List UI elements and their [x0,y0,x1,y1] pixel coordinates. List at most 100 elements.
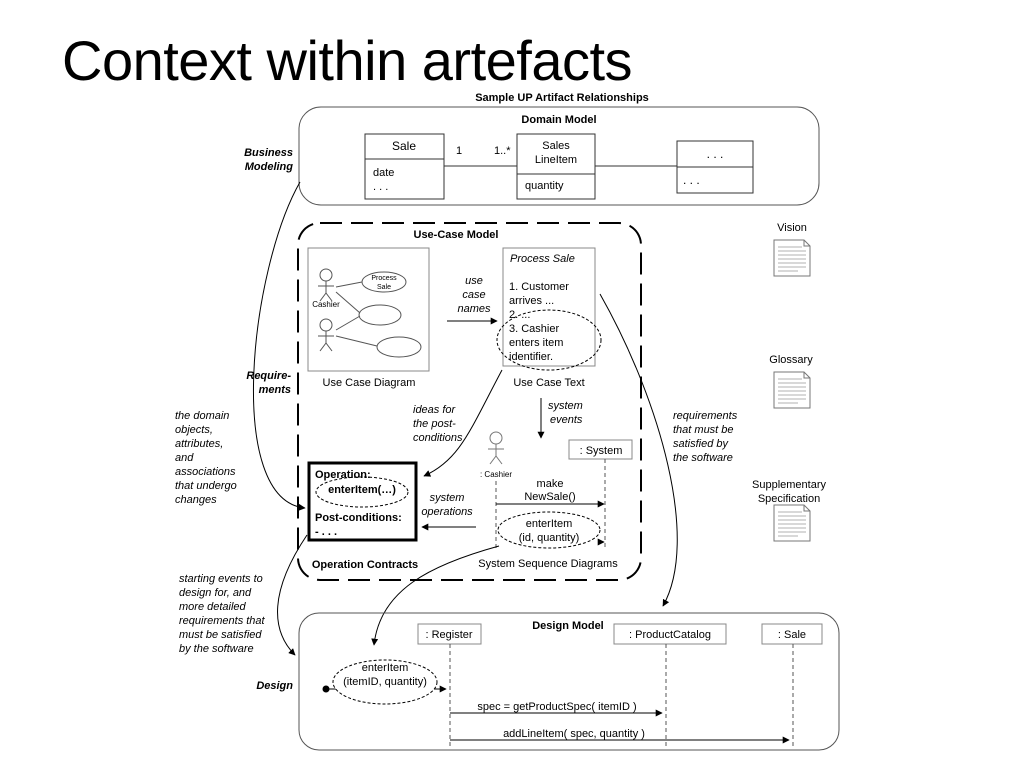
class-sli-name-1: Sales [542,140,570,152]
class-sale: Sale date . . . [364,133,445,200]
supplementary-document-icon [773,504,811,542]
note-req-1: requirements [673,410,738,422]
note-domain-2: objects, [175,424,213,436]
diagram-title: Sample UP Artifact Relationships [475,92,649,104]
vision-artifact: Vision [773,222,811,277]
dm-sale: : Sale [778,629,806,641]
uc-text-line-5: enters item [509,337,563,349]
dm-msg2: addLineItem( spec, quantity ) [503,728,645,740]
class-sales-line-item: Sales LineItem quantity [516,133,596,200]
supplementary-artifact: Supplementary Specification [752,479,826,542]
slide-title: Context within artefacts [62,29,633,92]
domain-to-contract-arrow [253,181,306,511]
contract-post-item: - . . . [315,526,337,538]
mult-right: 1..* [494,145,511,157]
note-req-4: the software [673,452,733,464]
use-case-names-2: case [462,289,485,301]
lane-design: Design [256,680,293,692]
note-start-3: more detailed [179,601,247,613]
dm-enter-item-2: (itemID, quantity) [343,676,427,688]
uc-text-line-1: 1. Customer [509,281,569,293]
note-req-2: that must be [673,424,734,436]
operation-contract: Operation: enterItem(…) Post-conditions:… [307,461,418,542]
note-start-1: starting events to [179,573,263,585]
uc-text-line-2: arrives ... [509,295,554,307]
contract-operation: Operation: [315,469,371,481]
contract-post: Post-conditions: [315,512,402,524]
note-domain-1: the domain [175,410,229,422]
mult-left: 1 [456,145,462,157]
ssd-enter-item-1: enterItem [526,518,572,530]
note-domain-6: that undergo [175,480,237,492]
contract-op-name: enterItem(…) [328,484,396,496]
make-new-sale-2: NewSale() [524,491,575,503]
use-case-names-1: use [465,275,483,287]
ideas-note-2: the post- [413,418,456,430]
domain-model-panel: Domain Model Sale date . . . 1 1..* Sale… [298,106,820,206]
dm-msg1: spec = getProductSpec( itemID ) [477,701,636,713]
uc-text-line-6: identifier. [509,351,553,363]
contract-to-design-arrow [277,534,308,656]
vision-document-icon [773,239,811,277]
ideas-arrow [423,369,503,477]
class-sli-name-2: LineItem [535,154,577,166]
ssd-actor-label: : Cashier [480,470,512,479]
system-operations-1: system [430,492,465,504]
dm-product-catalog: : ProductCatalog [629,629,711,641]
lane-business-1: Business [244,147,293,159]
system-operations-2: operations [421,506,473,518]
note-start-2: design for, and [179,587,252,599]
uc-text-line-4: 3. Cashier [509,323,559,335]
use-case-names-3: names [457,303,491,315]
class-sale-attr-more: . . . [373,181,388,193]
make-new-sale-1: make [537,478,564,490]
note-req-3: satisfied by [673,438,730,450]
lane-business-2: Modeling [245,161,294,173]
note-domain-7: changes [175,494,217,506]
design-model-panel: Design Model : Register : ProductCatalog… [298,612,840,751]
note-domain-4: and [175,452,194,464]
class-other: . . . . . . [676,140,754,194]
note-start-6: by the software [179,643,254,655]
uc-text-title: Process Sale [510,253,575,265]
system-sequence-diagram: : Cashier : System make NewSale() enterI… [480,431,633,550]
ssd-caption: System Sequence Diagrams [478,558,618,570]
lane-requirements-2: ments [259,384,291,396]
vision-label: Vision [777,222,807,234]
ssd-to-design-arrow [371,545,500,646]
system-events-1: system [548,400,583,412]
domain-model-title: Domain Model [521,114,596,126]
supplementary-label-1: Supplementary [752,479,826,491]
usecase-to-design-arrow [599,293,678,607]
use-case-model-title: Use-Case Model [414,229,499,241]
ucd-ellipse-label-1: Process [371,275,397,282]
dm-register: : Register [425,629,472,641]
lane-requirements-1: Require- [246,370,291,382]
class-sale-attr-date: date [373,167,394,179]
system-events-2: events [550,414,583,426]
design-model-title: Design Model [532,620,604,632]
class-other-attrs: . . . [683,173,700,187]
contract-caption: Operation Contracts [312,559,418,571]
ucd-actor-label: Cashier [312,300,340,309]
use-case-diagram-caption: Use Case Diagram [323,377,416,389]
glossary-artifact: Glossary [769,354,813,409]
class-other-name: . . . [707,147,724,161]
use-case-text-caption: Use Case Text [513,377,584,389]
use-case-model-panel: Use-Case Model Process Sale Cashier Use … [297,222,642,581]
ssd-system-label: : System [580,445,623,457]
use-case-diagram: Process Sale Cashier [307,247,430,372]
class-sli-attr-quantity: quantity [525,180,564,192]
use-case-text: Process Sale 1. Customer arrives ... 2. … [496,247,602,371]
dm-enter-item-1: enterItem [362,662,408,674]
glossary-document-icon [773,371,811,409]
note-start-4: requirements that [179,615,266,627]
supplementary-label-2: Specification [758,493,820,505]
ucd-ellipse-label-2: Sale [377,284,391,291]
note-start-5: must be satisfied [179,629,262,641]
note-domain-5: associations [175,466,236,478]
ideas-note-3: conditions [413,432,463,444]
ssd-enter-item-2: (id, quantity) [519,532,580,544]
ideas-note-1: ideas for [413,404,457,416]
